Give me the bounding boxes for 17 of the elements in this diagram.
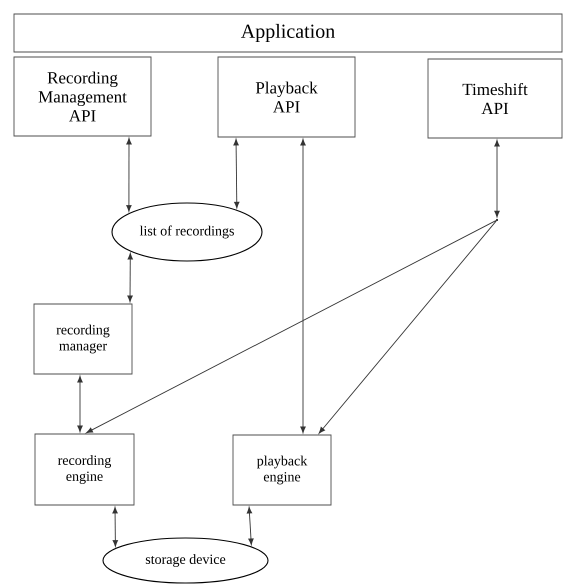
process-box: recording engine	[34, 434, 134, 506]
arrow	[318, 220, 497, 434]
arrow	[246, 506, 254, 546]
application-box: Application	[14, 14, 562, 52]
arrow	[77, 376, 83, 432]
arrow	[126, 138, 132, 212]
arrow	[86, 220, 496, 434]
process-box: playback engine	[232, 434, 332, 506]
process-box: recording manager	[34, 304, 132, 374]
api-box: Timeshift API	[428, 58, 562, 138]
arrow	[300, 138, 306, 434]
arrow	[233, 138, 240, 208]
arrow	[112, 506, 118, 547]
api-box: Recording Management API	[14, 56, 152, 136]
arrow	[494, 140, 500, 218]
arrow	[127, 252, 133, 302]
api-box: Playback API	[218, 56, 356, 138]
